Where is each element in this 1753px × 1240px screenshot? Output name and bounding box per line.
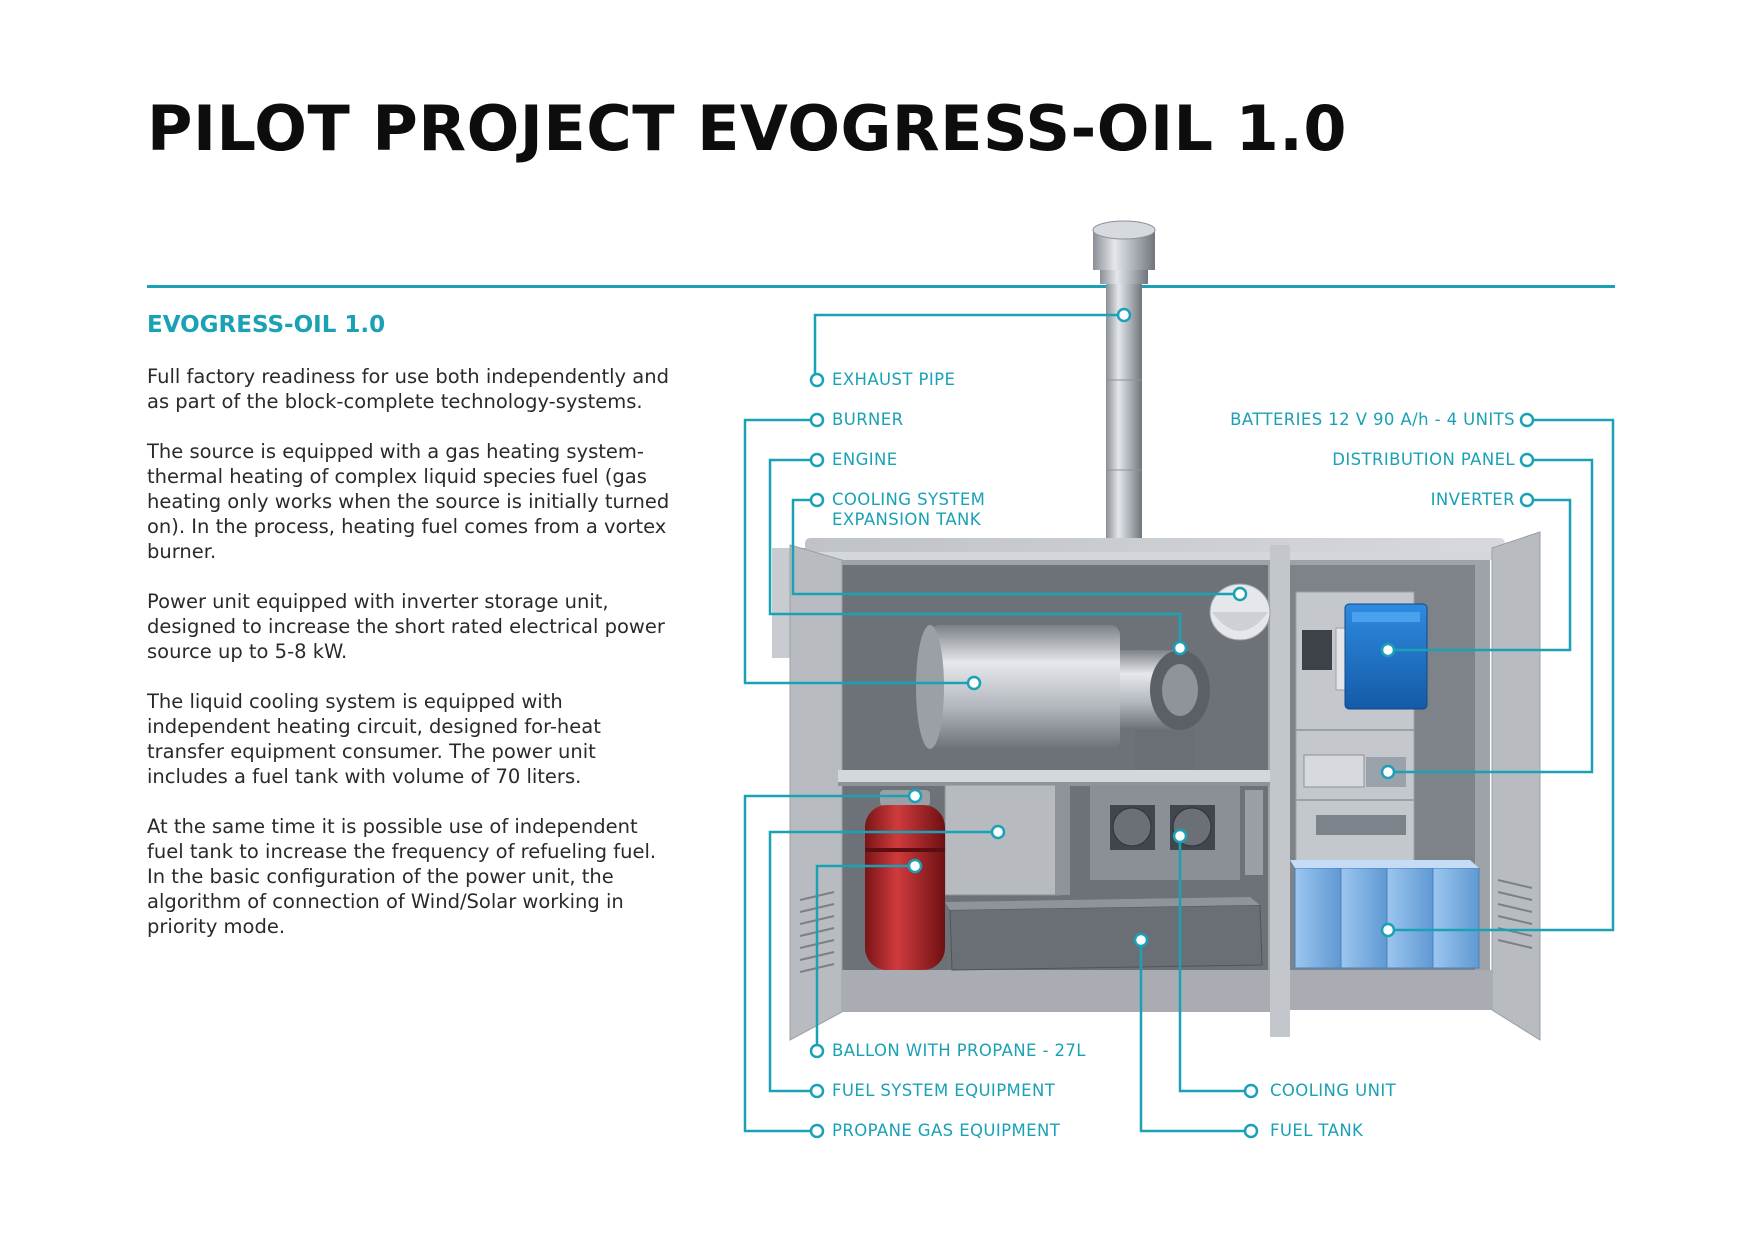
callout-fuel-system-equipment: FUEL SYSTEM EQUIPMENT [832,1081,1056,1100]
callout-cooling-tank: COOLING SYSTEM EXPANSION TANK [832,490,985,530]
callout-cooling-unit: COOLING UNIT [1270,1081,1397,1100]
leader-exhaust-pipe [813,313,1124,380]
leader-distribution-panel [1388,458,1594,774]
page-title: PILOT PROJECT EVOGRESS-OIL 1.0 [147,92,1347,165]
exhaust-pipe-drawing [1092,220,1156,549]
paragraph-power: Power unit equipped with inverter storag… [147,590,665,663]
header-divider [147,285,1615,288]
callout-batteries: BATTERIES 12 V 90 A/h - 4 UNITS [1230,410,1515,429]
callout-distribution-panel: DISTRIBUTION PANEL [1332,450,1515,469]
leader-propane-gas [743,794,915,1133]
callout-cooling-tank-line2: EXPANSION TANK [832,510,982,529]
paragraph-cooling: The liquid cooling system is equipped wi… [147,690,601,788]
leader-cooling-tank [791,498,1240,596]
batteries-drawing [1290,860,1480,969]
target-dots [907,307,1396,948]
callout-propane-gas-equipment: PROPANE GAS EQUIPMENT [832,1121,1061,1140]
leader-inverter [1388,498,1572,652]
expansion-tank-drawing [1209,583,1271,641]
label-rings [809,372,1535,1139]
leader-fuel-tank [1139,940,1251,1133]
paragraph-readiness: Full factory readiness for use both inde… [147,365,669,413]
fuel-system-box-drawing [944,784,1070,896]
callout-fuel-tank: FUEL TANK [1270,1121,1364,1140]
leader-lines [743,313,1615,1133]
callout-engine: ENGINE [832,450,898,469]
callout-inverter: INVERTER [1430,490,1515,509]
leader-batteries [1388,418,1615,932]
paragraph-fuel-tank: At the same time it is possible use of i… [147,815,657,938]
leader-engine [768,458,1182,648]
section-subtitle: EVOGRESS-OIL 1.0 [147,312,386,338]
fuel-tank-drawing [945,897,1263,971]
paragraph-heating: The source is equipped with a gas heatin… [147,440,670,563]
propane-cylinder-drawing [865,790,945,970]
leader-fuel-system [768,830,998,1093]
callout-burner: BURNER [832,410,904,429]
leader-cooling-unit [1178,836,1251,1093]
callout-ballon-propane: BALLON WITH PROPANE - 27L [832,1041,1086,1060]
burner-drawing [916,625,1210,770]
leader-burner [743,418,974,685]
description-text: Full factory readiness for use both inde… [147,364,677,964]
leader-ballon-propane [815,864,915,1051]
callout-cooling-tank-line1: COOLING SYSTEM [832,490,986,509]
callout-exhaust-pipe: EXHAUST PIPE [832,370,956,389]
